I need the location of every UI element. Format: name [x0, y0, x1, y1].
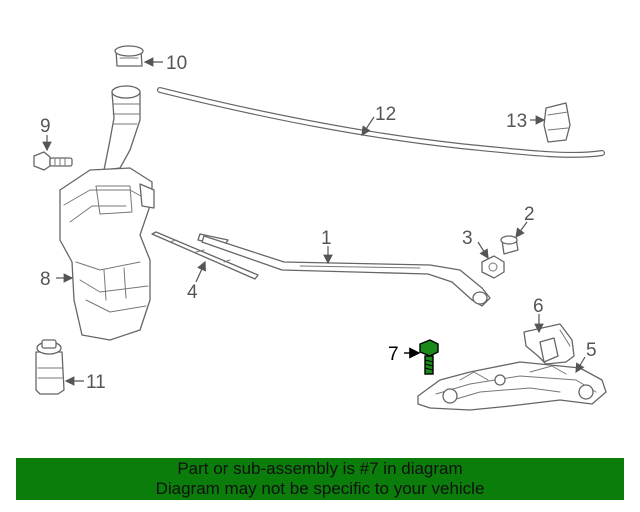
wiper-linkage-part-5: 5: [417, 340, 607, 411]
nut-cap-part-2: 2: [500, 204, 535, 255]
callout-11: 11: [86, 372, 106, 393]
callout-6: 6: [533, 296, 544, 317]
callout-4: 4: [187, 282, 198, 303]
callout-9: 9: [40, 116, 51, 137]
callout-13: 13: [506, 111, 527, 132]
reservoir-cap-part-10: 10: [114, 45, 187, 74]
hose-connector-part-13: 13: [506, 102, 571, 143]
banner-line-1: Part or sub-assembly is #7 in diagram: [177, 459, 463, 478]
screw-part-9: 9: [33, 116, 73, 171]
wiper-motor-part-6: 6: [523, 296, 575, 365]
callout-10: 10: [166, 53, 187, 74]
parts-diagram: 10 12 13 9 8: [33, 45, 607, 411]
callout-7: 7: [388, 344, 399, 365]
banner-line-2: Diagram may not be specific to your vehi…: [155, 479, 485, 498]
washer-hose-part-12: 12: [157, 87, 605, 158]
nut-part-3: 3: [462, 228, 505, 279]
washer-pump-part-11: 11: [35, 339, 106, 395]
wiper-arm-part-1: 1: [201, 228, 491, 307]
bolt-part-7-highlighted: 7: [388, 339, 439, 375]
info-banner: Part or sub-assembly is #7 in diagram Di…: [16, 458, 624, 500]
callout-5: 5: [586, 340, 597, 361]
callout-3: 3: [462, 228, 473, 249]
callout-8: 8: [40, 269, 51, 290]
callout-12: 12: [375, 104, 396, 125]
washer-reservoir-part-8: 8: [40, 85, 155, 341]
callout-2: 2: [524, 204, 535, 225]
callout-1: 1: [321, 228, 332, 249]
